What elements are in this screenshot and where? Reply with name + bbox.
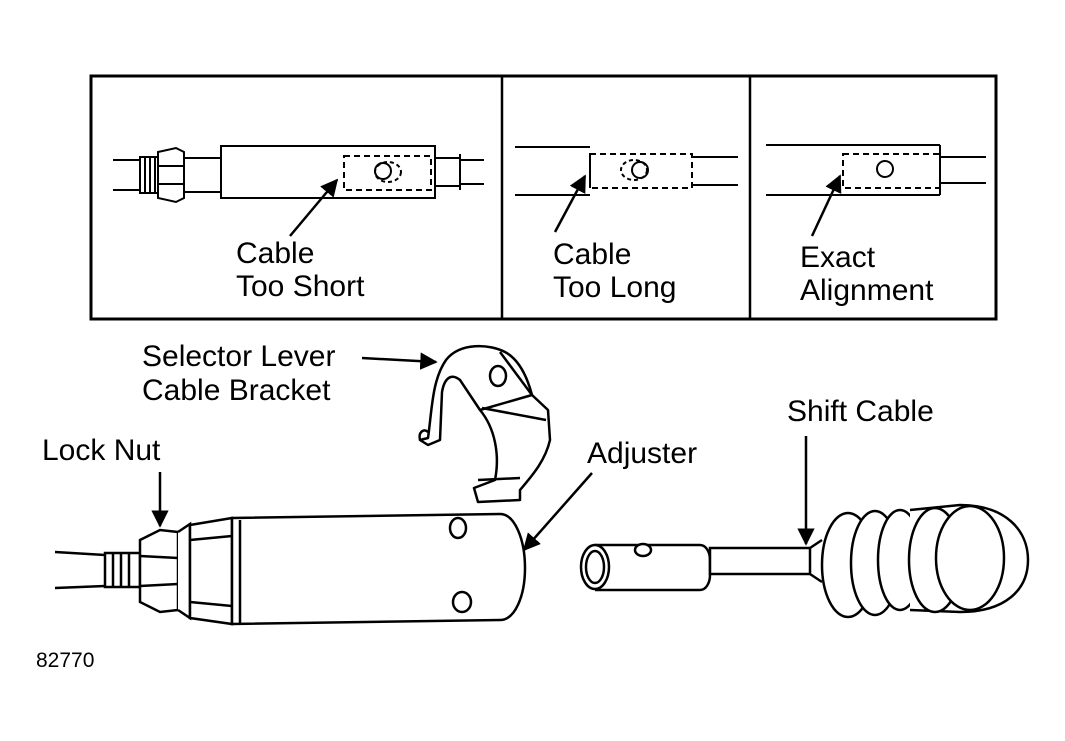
lock-nut-label: Lock Nut: [42, 434, 161, 467]
exact-alignment-label-line2: Alignment: [800, 274, 934, 307]
callout-arrows: [151, 352, 815, 552]
inset-frame: [89, 74, 998, 321]
panel-too-long-drawing: [515, 146, 738, 233]
too-short-label-line1: Cable: [236, 237, 315, 270]
adjuster-arrow: [522, 472, 593, 552]
exact-alignment-arrow: [810, 174, 842, 237]
too-short-label-line2: Too Short: [236, 270, 365, 303]
exact-alignment-label-line1: Exact: [800, 241, 876, 274]
shift-cable-label: Shift Cable: [787, 395, 934, 428]
too-long-label-line2: Too Long: [553, 271, 677, 304]
panel-too-short-drawing: [113, 145, 484, 237]
lock-nut: [138, 528, 180, 614]
adjuster-label: Adjuster: [587, 437, 698, 470]
bracket-arrow: [361, 352, 438, 370]
panel-exact-alignment-drawing: [766, 144, 986, 237]
too-long-arrow: [553, 174, 587, 233]
bracket-label-line2: Cable Bracket: [142, 374, 331, 407]
too-short-arrow: [289, 178, 339, 237]
bracket-label-line1: Selector Lever: [142, 340, 336, 373]
alignment-inset: [89, 74, 998, 321]
shift-cable: [579, 503, 1030, 619]
lock-nut-cable: [54, 521, 192, 621]
figure-number: 82770: [36, 649, 95, 672]
selector-lever-cable-bracket: [418, 344, 552, 504]
too-long-label-line1: Cable: [553, 238, 632, 271]
adjuster: [188, 512, 527, 626]
